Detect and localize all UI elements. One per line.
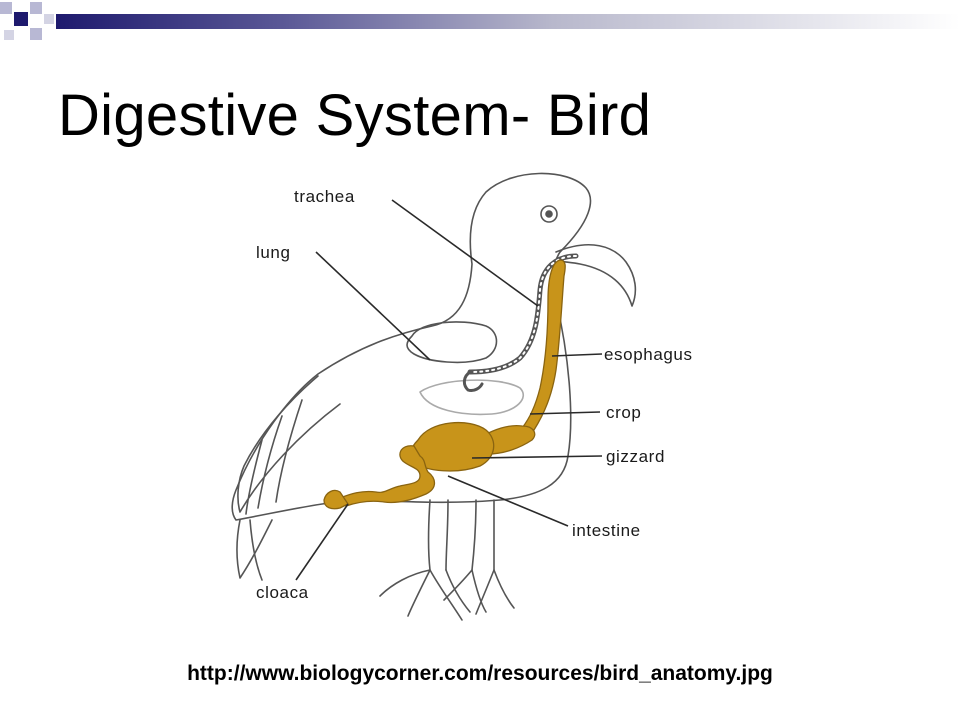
bird-beak xyxy=(555,244,637,307)
gizzard-leader xyxy=(471,455,603,459)
cloaca-leader xyxy=(295,503,349,581)
label-crop: crop xyxy=(606,403,641,422)
crop-shape xyxy=(481,424,536,455)
bird-pupil xyxy=(545,210,553,218)
deco-square xyxy=(14,12,28,26)
trachea-leader xyxy=(391,199,539,307)
bird-body-outline xyxy=(231,172,592,521)
deco-square xyxy=(30,2,42,14)
label-lung: lung xyxy=(256,243,291,262)
intestine-shape xyxy=(339,445,436,507)
esophagus-leader xyxy=(551,353,603,357)
intestine-leader xyxy=(447,475,569,527)
label-esophagus: esophagus xyxy=(604,345,693,364)
label-cloaca: cloaca xyxy=(256,583,309,602)
bird-legs xyxy=(427,499,495,571)
label-trachea: trachea xyxy=(294,187,355,206)
trachea-bronchi xyxy=(462,370,484,392)
slide-title: Digestive System- Bird xyxy=(58,83,652,148)
cloaca-shape xyxy=(323,489,349,510)
deco-square xyxy=(0,2,12,14)
bird-eye xyxy=(540,205,558,223)
bird-feet xyxy=(379,569,515,621)
deco-square xyxy=(44,14,54,24)
trachea-rings xyxy=(469,255,577,373)
deco-square xyxy=(4,30,14,40)
bird-wing xyxy=(237,375,341,515)
label-gizzard: gizzard xyxy=(606,447,665,466)
header-gradient-bar xyxy=(56,14,960,29)
air-sac-shape xyxy=(419,379,525,416)
label-intestine: intestine xyxy=(572,521,641,540)
source-url: http://www.biologycorner.com/resources/b… xyxy=(187,662,773,685)
deco-square xyxy=(30,28,42,40)
slide-template-decoration xyxy=(0,2,54,40)
bird-tail xyxy=(236,519,273,581)
lung-shape xyxy=(406,321,498,364)
lung-leader xyxy=(315,251,431,361)
crop-leader xyxy=(529,411,601,415)
